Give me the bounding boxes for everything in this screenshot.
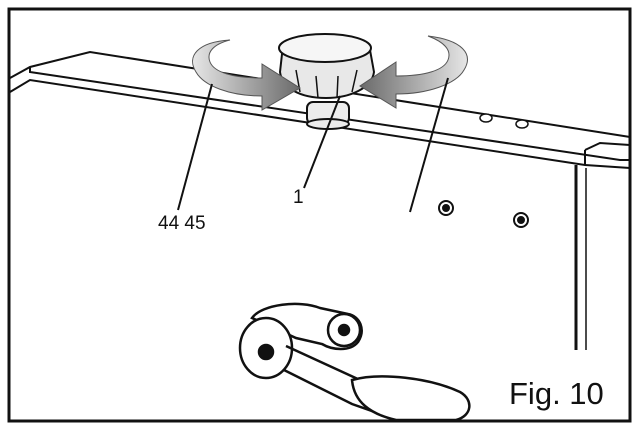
clockwise-arrow-icon: [359, 35, 468, 109]
clamp-handle: [238, 302, 471, 422]
panel-screws: [438, 200, 529, 228]
leader-lines: [177, 77, 449, 213]
figure-caption: Fig. 10: [509, 376, 604, 411]
callout-label-44-45: 44 45: [158, 213, 206, 234]
panel-bumps: [479, 113, 529, 129]
counter-clockwise-arrow-icon: [192, 39, 301, 111]
callout-label-1: 1: [293, 187, 304, 208]
